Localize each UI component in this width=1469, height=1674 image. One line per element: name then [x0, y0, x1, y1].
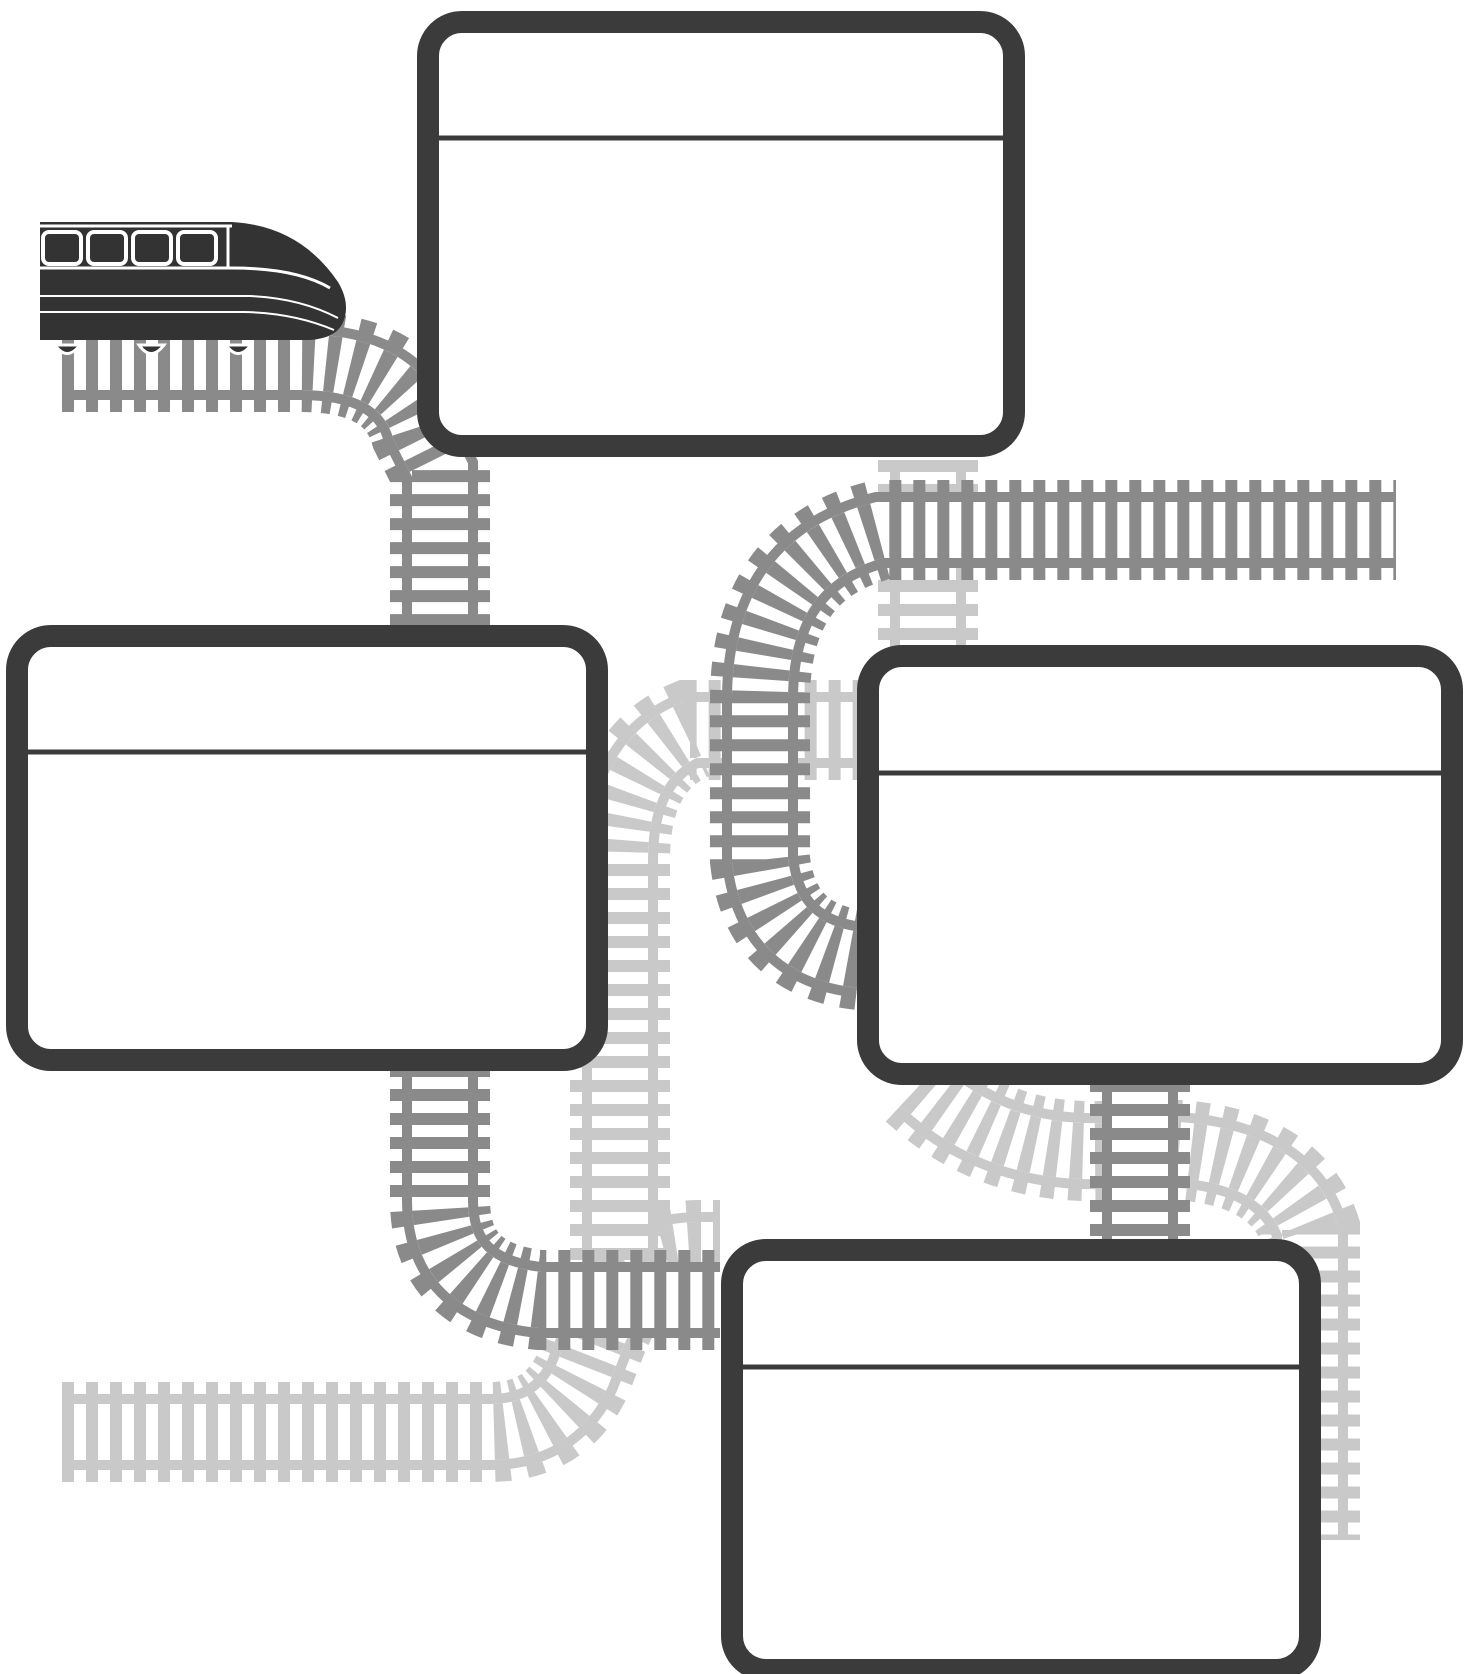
frame-left[interactable]	[17, 636, 597, 1060]
track-dark-train-curve	[62, 362, 440, 630]
frame-right[interactable]	[868, 656, 1452, 1074]
train-icon	[40, 222, 346, 354]
frame-top[interactable]	[428, 22, 1014, 446]
frame-bottom[interactable]	[732, 1250, 1310, 1670]
